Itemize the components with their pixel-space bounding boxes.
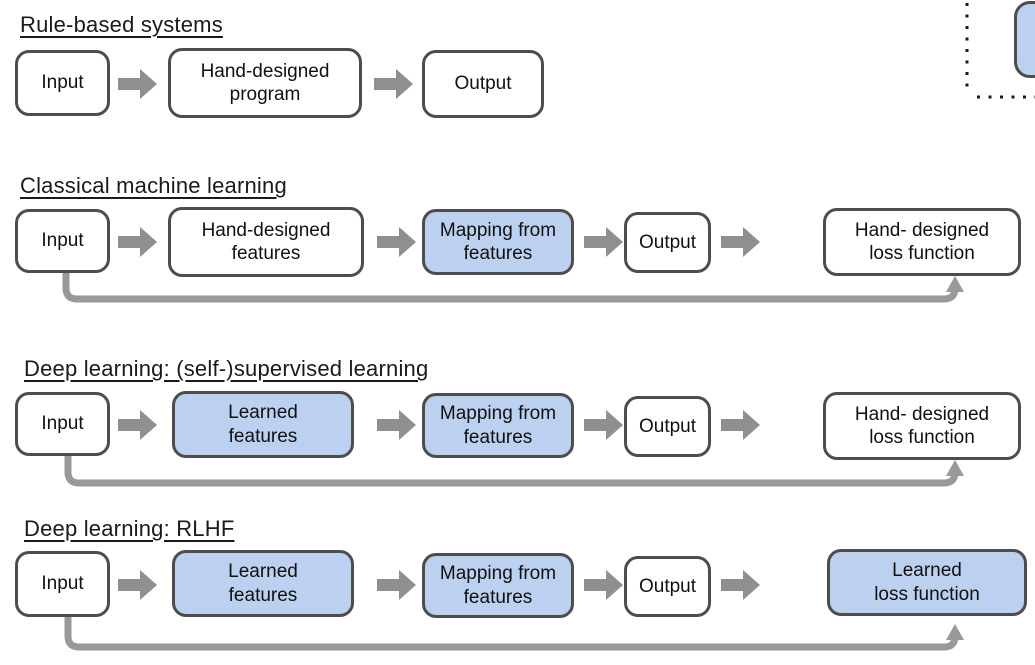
feedback-arrowhead-supervised [946,460,964,476]
node-learned-features: Learned features [172,550,354,617]
arrow-right-icon [118,227,157,257]
feedback-arrowhead-classical [946,276,964,292]
arrow-right-icon [374,69,413,99]
arrow-right-icon [377,570,416,600]
node-hand-designed-loss-function: Hand- designed loss function [823,392,1021,460]
arrow-right-icon [377,410,416,440]
node-output: Output [422,50,544,118]
feedback-arrowhead-rlhf [946,624,964,640]
node-input: Input [15,551,110,617]
cropped-blue-box [1014,1,1035,78]
arrow-right-icon [118,69,157,99]
node-learned-features: Learned features [172,391,354,458]
node-output: Output [624,396,711,457]
node-mapping-from-features: Mapping from features [422,393,574,458]
node-output: Output [624,556,711,617]
feedback-arrow-supervised [64,455,959,487]
arrow-right-icon [118,410,157,440]
node-input: Input [15,50,110,116]
section-title-rule-based: Rule-based systems [20,12,223,37]
node-hand-designed-loss-function: Hand- designed loss function [823,208,1021,276]
arrow-right-icon [721,570,760,600]
node-input: Input [15,392,110,456]
arrow-right-icon [584,227,623,257]
node-output: Output [624,212,711,273]
arrow-right-icon [584,570,623,600]
arrow-right-icon [721,410,760,440]
arrow-right-icon [584,410,623,440]
node-learned-loss-function: Learned loss function [827,549,1027,616]
section-title-classical-ml: Classical machine learning [20,173,287,198]
node-mapping-from-features: Mapping from features [422,209,574,275]
section-title-supervised: Deep learning: (self-)supervised learnin… [24,356,429,381]
node-hand-designed-features: Hand-designed features [168,207,364,277]
arrow-right-icon [118,570,157,600]
node-mapping-from-features: Mapping from features [422,553,574,618]
arrow-right-icon [721,227,760,257]
arrow-right-icon [377,227,416,257]
node-hand-designed-program: Hand-designed program [168,48,362,118]
section-title-rlhf: Deep learning: RLHF [24,516,235,541]
node-input: Input [15,209,110,273]
feedback-arrow-rlhf [64,614,959,651]
